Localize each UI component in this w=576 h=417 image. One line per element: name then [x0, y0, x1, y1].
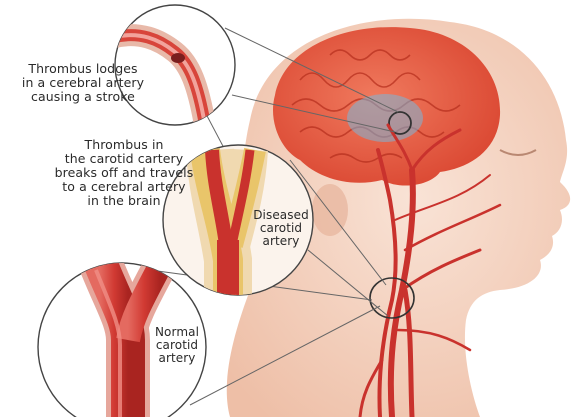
stroke-region [347, 94, 423, 142]
label-thrombus-travels: Thrombus in the carotid cartery breaks o… [40, 138, 208, 208]
label-normal-carotid: Normal carotid artery [136, 326, 218, 365]
label-diseased-carotid: Diseased carotid artery [238, 209, 324, 248]
label-thrombus-lodges: Thrombus lodges in a cerebral artery cau… [2, 62, 164, 104]
